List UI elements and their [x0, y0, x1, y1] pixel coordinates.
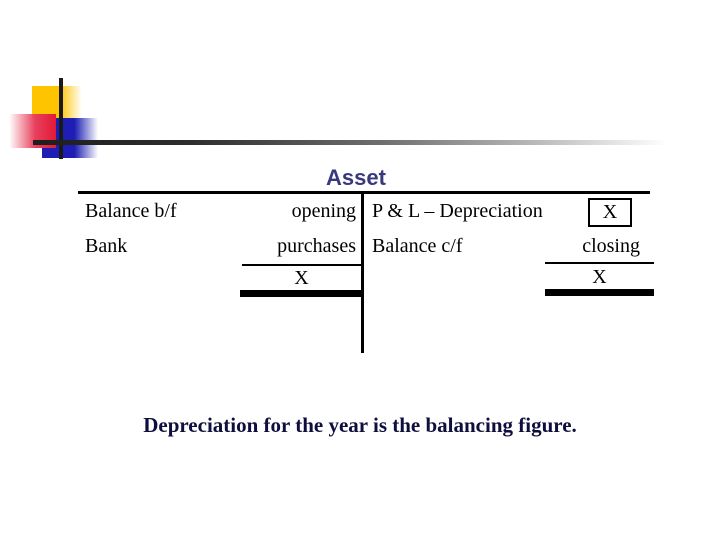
debit-row-value: purchases	[277, 235, 356, 257]
credit-total-rule	[545, 289, 654, 296]
decor-horizontal-line	[33, 140, 667, 145]
credit-total: X	[592, 266, 607, 288]
credit-row-label: P & L – Depreciation	[372, 200, 543, 222]
taccount-top-rule	[78, 191, 650, 194]
credit-boxed-value: X	[588, 198, 632, 227]
account-title: Asset	[326, 165, 386, 190]
debit-row-label: Bank	[85, 235, 128, 257]
credit-subtotal-rule	[545, 262, 654, 264]
debit-total: X	[294, 267, 309, 289]
decor-yellow-square	[32, 86, 82, 118]
credit-row-label: Balance c/f	[372, 235, 463, 257]
debit-total-rule	[240, 290, 361, 297]
debit-subtotal-rule	[242, 264, 361, 266]
debit-row-value: opening	[291, 200, 356, 222]
credit-row-value: closing	[582, 235, 640, 257]
decor-vertical-line	[59, 78, 63, 159]
taccount-divider	[361, 191, 364, 353]
debit-row-label: Balance b/f	[85, 200, 177, 222]
footnote: Depreciation for the year is the balanci…	[143, 413, 577, 437]
